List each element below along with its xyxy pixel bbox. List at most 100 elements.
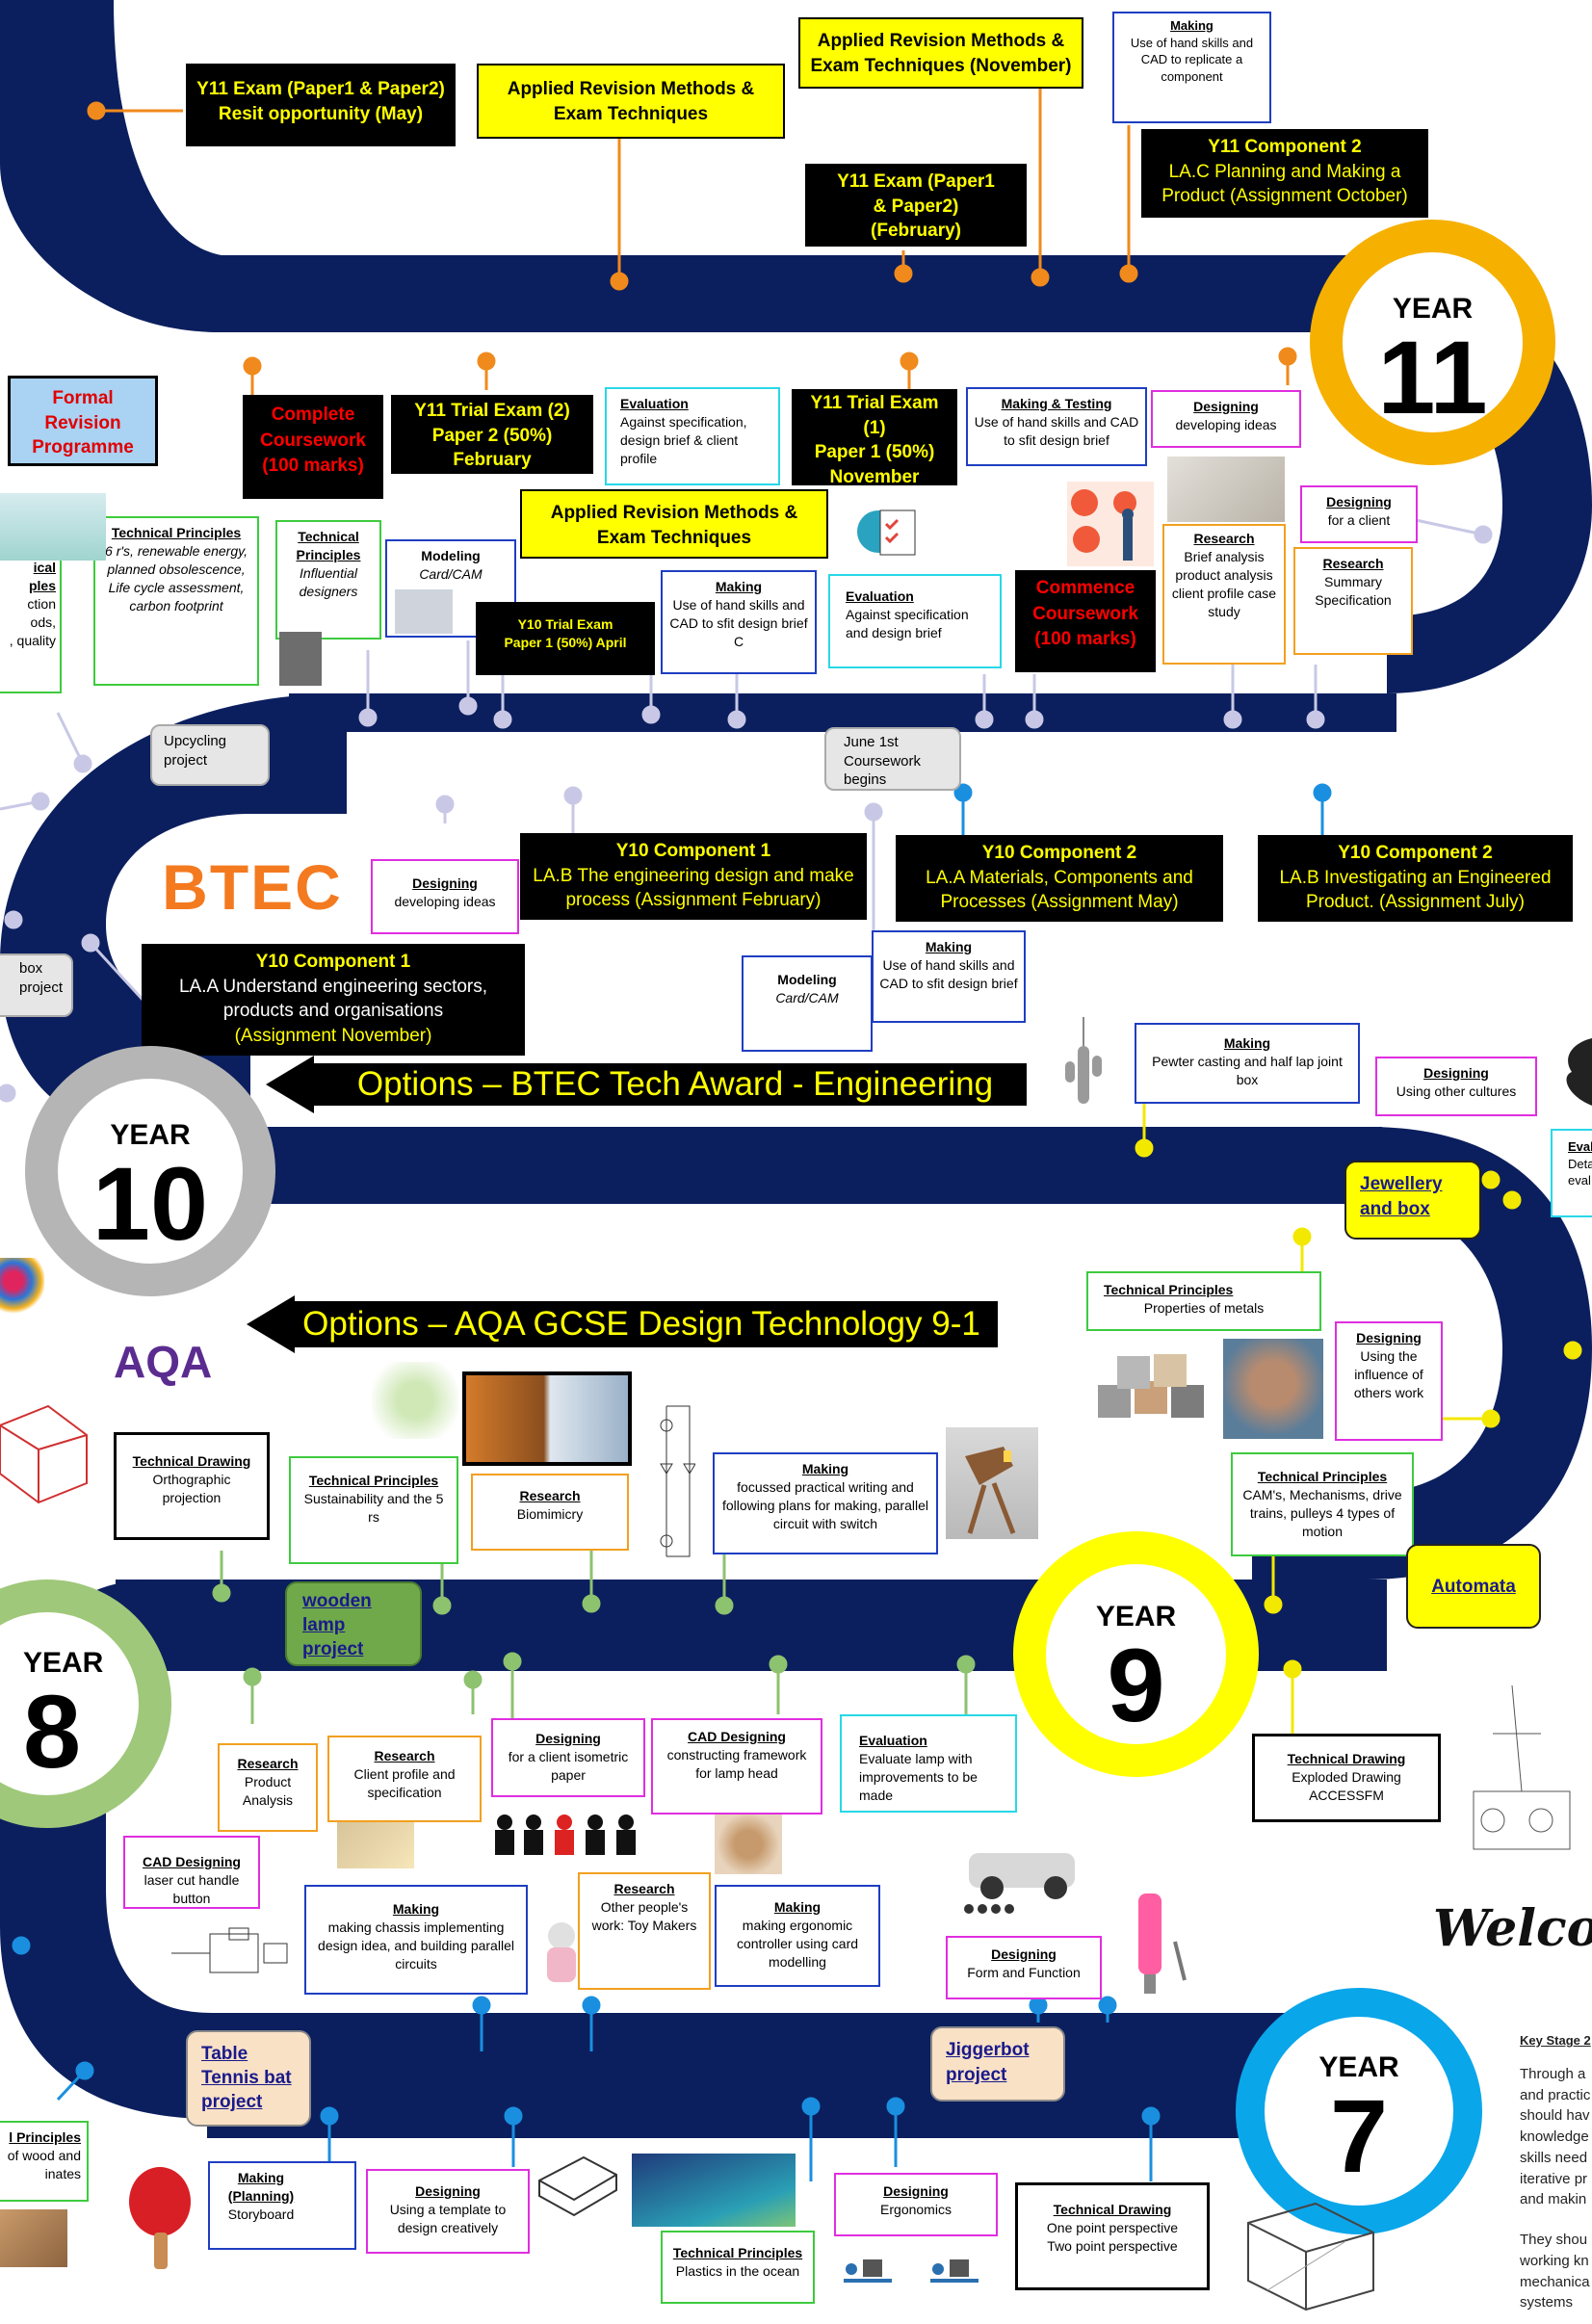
ks-p2-line4: systems [1520,2294,1574,2311]
y7-making-storyboard: Making (Planning) Storyboard [208,2161,356,2250]
year-11-number: 11 [1377,319,1488,435]
y11-making-sfit-c: Making Use of hand skills and CAD to sfi… [661,570,817,674]
y8-research-client-profile: Research Client profile and specificatio… [327,1736,482,1822]
y11-exam-may-line1: Y11 Exam (Paper1 & Paper2) [196,79,445,99]
y11-exam-february: Y11 Exam (Paper1 & Paper2) (February) [805,164,1027,247]
y8-eval-heading: Evaluation [859,1733,927,1748]
research-people-icon [1067,482,1154,566]
y9-tp-metals-body: Properties of metals [1143,1299,1265,1316]
y9-making-practical-writing: Making focussed practical writing and fo… [713,1452,938,1554]
y9-td-ortho-body: Orthographic projection [152,1471,231,1505]
y11-trial-2-line2: Paper 2 (50%) [431,425,553,446]
btec-options-text: Options – BTEC Tech Award - Engineering [356,1065,994,1103]
y11-trial-1-line3: Paper 1 (50%) [814,442,935,463]
ks-p2-line3: mechanica [1520,2273,1590,2290]
formal-revision-line3: Programme [32,437,134,458]
y11-exam-may: Y11 Exam (Paper1 & Paper2) Resit opportu… [186,64,456,146]
y11-evaluation-brief-heading: Evaluation [846,588,914,604]
y8-cad-laser-handle: CAD Designing laser cut handle button [123,1836,260,1909]
table-tennis-bat-project[interactable]: Table Tennis bat project [186,2030,311,2127]
y11-modeling-heading: Modeling [421,548,481,563]
y11-exam-may-line2: Resit opportunity (May) [218,103,424,124]
wooden-lamp-photo [946,1427,1038,1539]
left-tp-line4: ods, [30,614,56,630]
dowel-photo [337,1822,414,1868]
applied-revision-top-line1: Applied Revision Methods & [507,79,755,99]
metal-cubes-image [1090,1346,1212,1427]
y10-making-sfit: Making Use of hand skills and CAD to sfi… [872,930,1026,1023]
y8-making-ergonomic-controller: Making making ergonomic controller using… [715,1885,880,1987]
perspective-sketch-image [1229,2184,1383,2319]
btec-logo-text: BTEC [162,851,343,923]
automata-project[interactable]: Automata [1406,1544,1541,1629]
lamp-line3: project [302,1639,364,1660]
year-8-label: YEAR [23,1647,104,1679]
ks-p1-line2: and practic [1520,2086,1591,2103]
y11-trial-exam-2: Y11 Trial Exam (2) Paper 2 (50%) Februar… [391,395,593,474]
y11-technical-principles-heading: Technical Principles [111,525,242,540]
june-coursework-begins: June 1st Coursework begins [824,727,961,791]
y8-des-iso-heading: Designing [535,1731,601,1746]
y8-cad-lamp-framework: CAD Designing constructing framework for… [651,1718,822,1815]
wooden-lampshade-photo [715,1815,782,1874]
tp-wood-line2: inates [44,2165,81,2181]
applied-revision-top: Applied Revision Methods & Exam Techniqu… [477,64,785,139]
plastics-body: Plastics in the ocean [675,2262,800,2279]
ttbat-line3: project [201,2092,263,2113]
y9-research-biomimicry: Research Biomimicry [471,1474,629,1551]
welcome-script: Welco [1433,1895,1592,1963]
box-project-line2: project [19,979,64,997]
y8-cad-laser-heading: CAD Designing [143,1854,241,1869]
road-bend-right-2 [1252,1127,1592,1580]
y8-designing-form-function: Designing Form and Function [946,1936,1102,1999]
y11-component-2-title: Y11 Component 2 [1208,137,1362,157]
cactus-pendant-image [1059,1017,1108,1108]
y11-trial-2-line3: February [453,450,532,471]
y10-c1b-desc: LA.B The engineering design and make pro… [533,865,854,911]
y10-c2b-title: Y10 Component 2 [1338,843,1493,863]
applied-revision-november-line1: Applied Revision Methods & [817,31,1065,51]
formal-revision-line1: Formal [52,388,114,408]
ergonomics-desk-image [834,2250,998,2311]
cultures-body: Using other cultures [1396,1083,1517,1099]
wooden-lamp-project[interactable]: wooden lamp project [285,1581,422,1666]
y9-tp-cam-heading: Technical Principles [1257,1469,1388,1484]
y11-designing-developing: Designing developing ideas [1151,390,1301,448]
complete-coursework-line2: Coursework [260,430,366,451]
key-stage-title: Key Stage 2 [1520,2033,1591,2048]
automata-drawing-image [1454,1676,1592,1868]
y11-trial-1-line2: (1) [863,417,886,438]
ks-p1-line1: Through a [1520,2065,1586,2082]
year-7-number: 7 [1329,2077,1389,2194]
pewter-heading: Making [1223,1035,1271,1051]
year-8-number: 8 [23,1673,82,1789]
complete-coursework-line1: Complete [271,405,355,425]
automata-label: Automata [1431,1577,1516,1597]
jiggerbot-project[interactable]: Jiggerbot project [930,2026,1065,2102]
upcycling-project[interactable]: Upcycling project [150,724,270,786]
pink-controller-image [1119,1884,1196,2003]
year-11-label: YEAR [1392,293,1474,325]
y10-c2a-title: Y10 Component 2 [981,843,1137,863]
perspective-heading: Technical Drawing [1053,2202,1172,2217]
y10-designing-developing: Designing developing ideas [371,859,519,934]
y11-making-testing-heading: Making & Testing [1001,396,1112,411]
y9-exploded-heading: Technical Drawing [1287,1751,1406,1766]
y8-designing-isometric: Designing for a client isometric paper [491,1718,645,1797]
left-tp-line1: ical [33,560,56,575]
june-line1: June 1st [844,734,899,750]
applied-revision-top-line2: Exam Techniques [553,103,709,124]
y11-research-summary-heading: Research [1322,556,1384,571]
lamp-line1: wooden [302,1591,372,1611]
road-band-5 [207,2013,1421,2138]
y11-research-brief-body: Brief analysis product analysis client p… [1171,548,1277,619]
jewellery-and-box-project[interactable]: Jewellery and box [1344,1161,1481,1240]
y10-c1a-assignment: (Assignment November) [234,1025,432,1046]
box-project[interactable]: box project [0,953,73,1017]
y11-evaluation-spec-brief: Evaluation Against specification and des… [828,574,1002,668]
blue-pins [12,783,1332,2181]
y11-exam-february-line2: & Paper2) [873,196,959,217]
y11-trial-1-line4: November [829,466,920,485]
y11-designing-developing-body: developing ideas [1175,416,1277,432]
